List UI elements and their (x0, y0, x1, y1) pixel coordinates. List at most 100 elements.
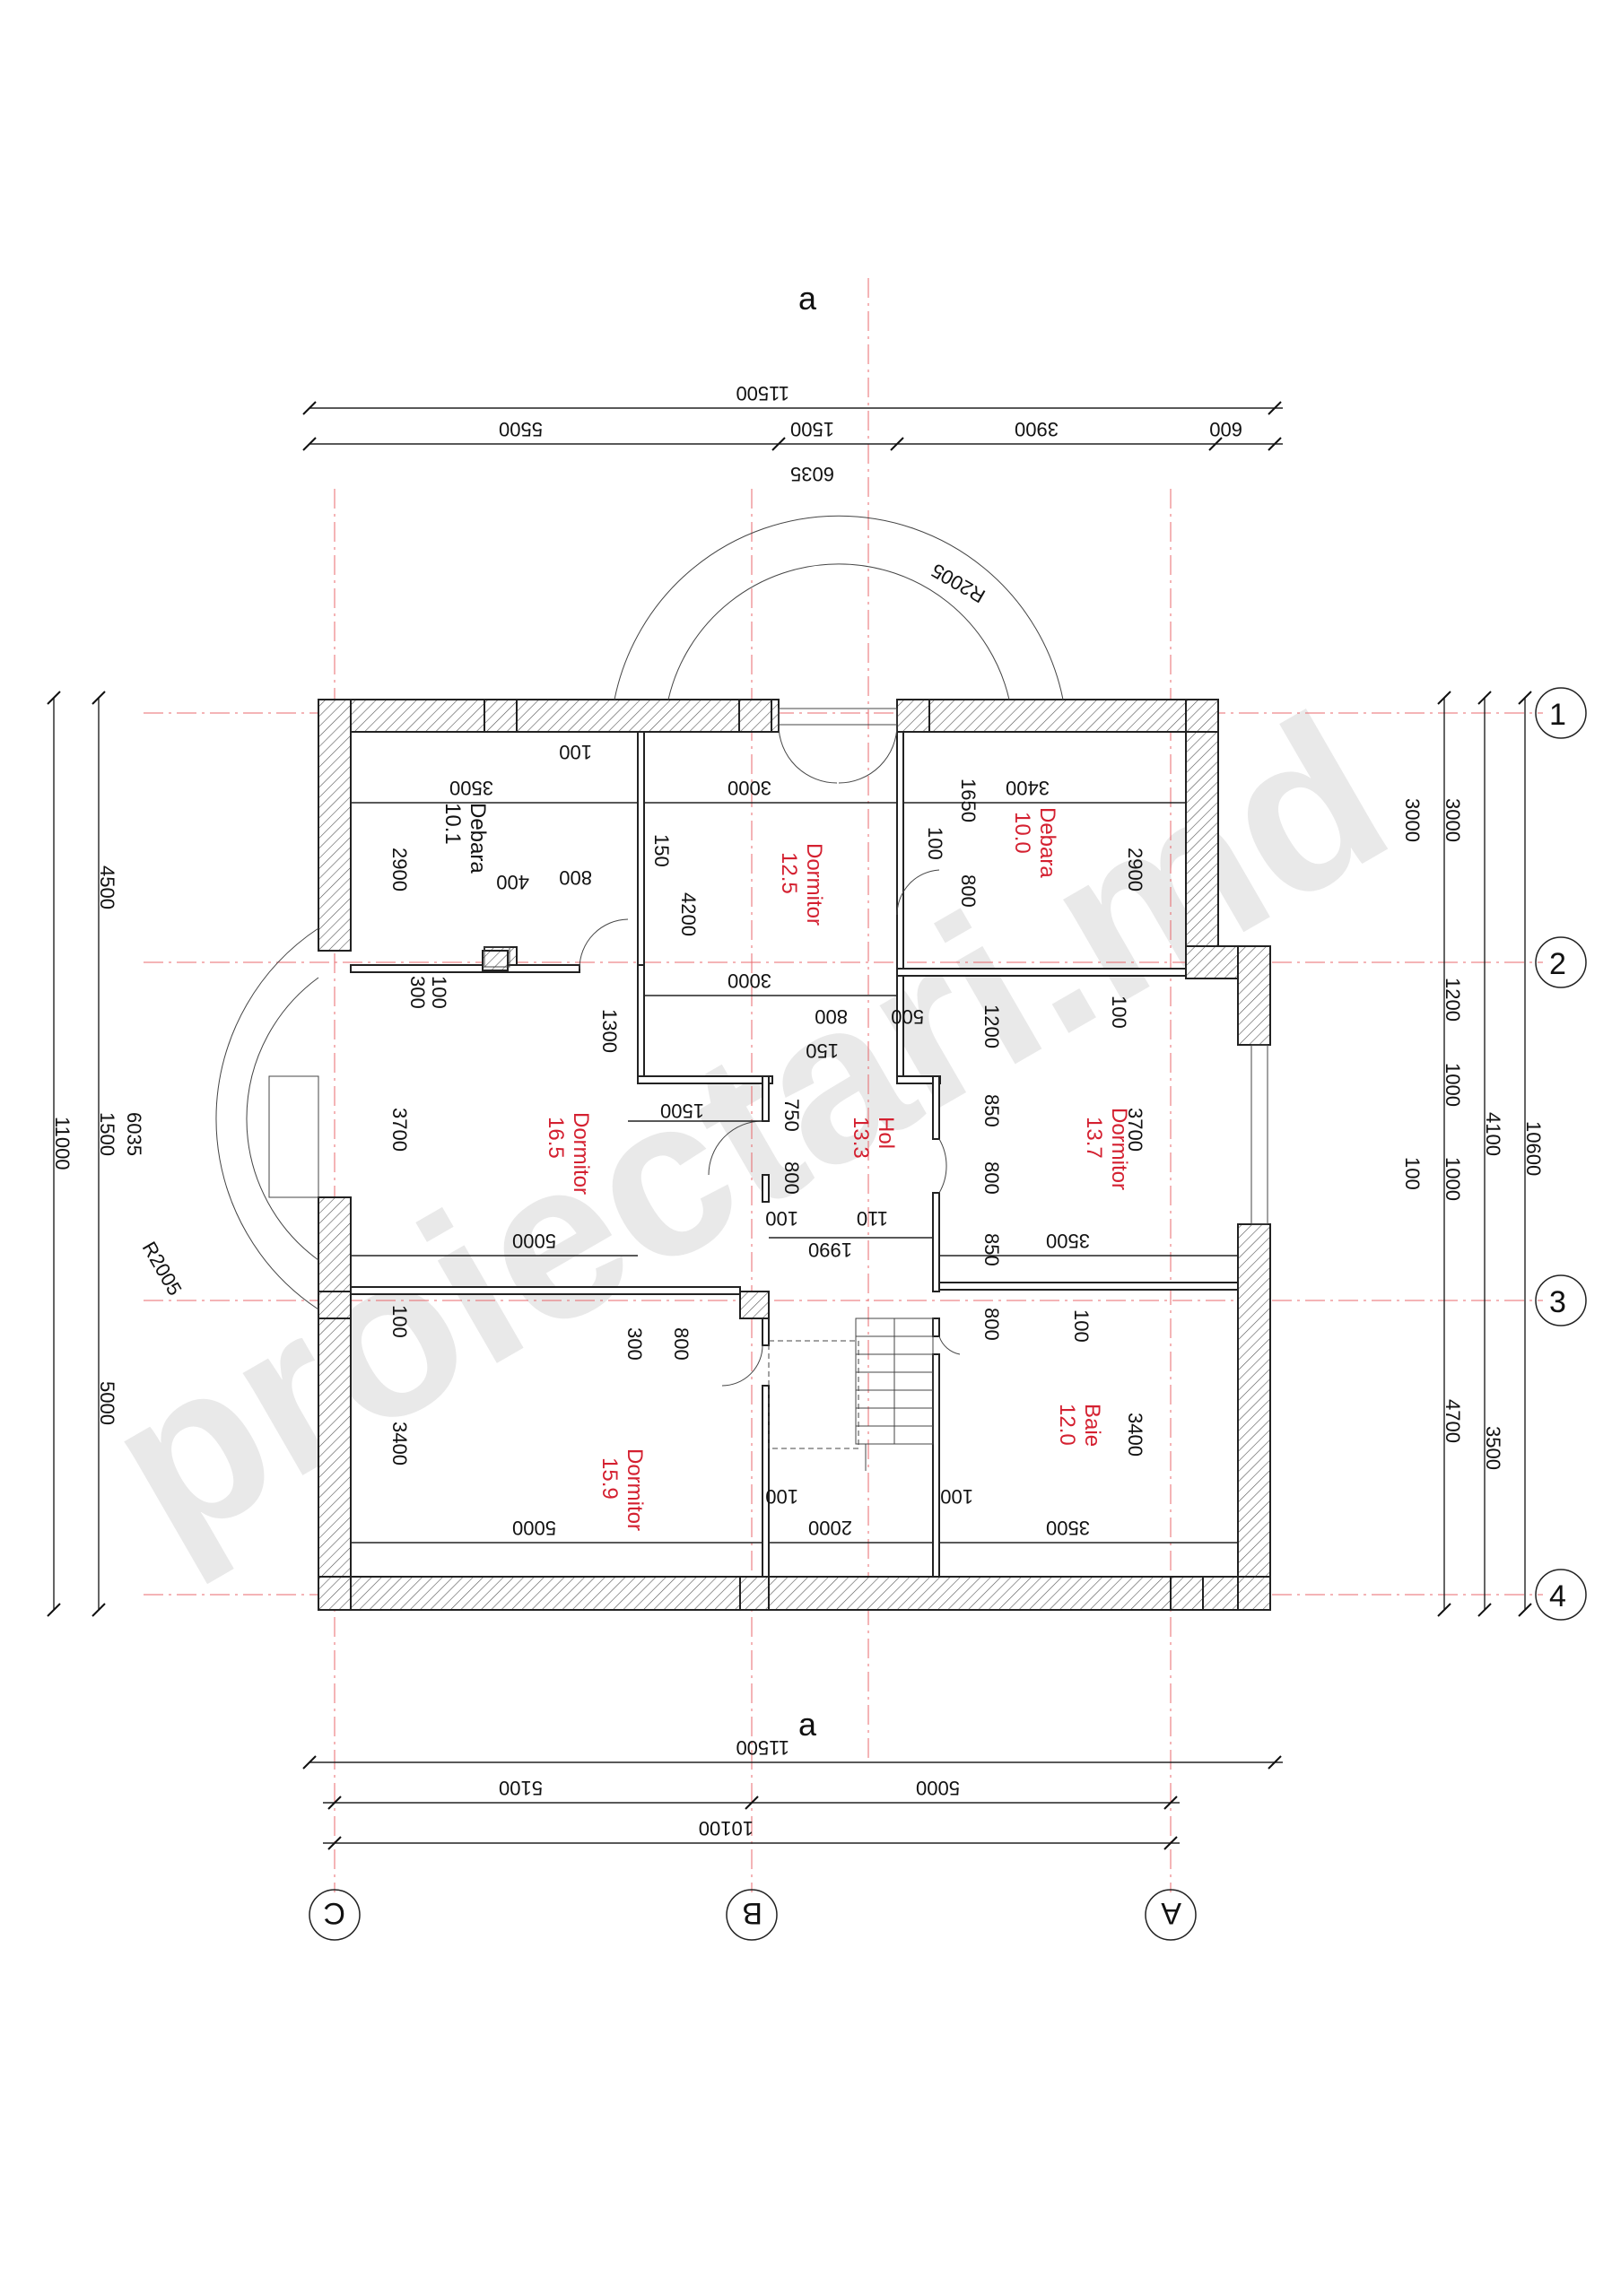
room-name-dormitor-top: Dormitor (802, 843, 826, 926)
dim-150a: 150 (650, 834, 673, 867)
dim-3500b: 3500 (1046, 1230, 1090, 1252)
dim-right-3000b: 3000 (1442, 798, 1464, 842)
room-name-hol: Hol (874, 1117, 898, 1149)
dim-3700a: 3700 (388, 1108, 411, 1152)
dim-3500a: 3500 (449, 777, 493, 799)
partitions (350, 731, 1239, 1578)
dim-right-4100: 4100 (1482, 1112, 1504, 1156)
dim-right-1200: 1200 (1442, 978, 1464, 1022)
dimension-labels: 11500 5500 1500 3900 600 6035 R2005 4500… (51, 382, 1545, 1839)
dim-800g: 800 (980, 1308, 1003, 1341)
dim-1300: 1300 (598, 1009, 621, 1053)
dim-100b: 100 (924, 827, 946, 860)
room-name-dormitor-left: Dormitor (569, 1112, 593, 1195)
balconies (215, 515, 1064, 1310)
room-area-debara-right: 10.0 (1010, 812, 1034, 854)
dim-left-4500: 4500 (96, 865, 118, 909)
dim-right-4700: 4700 (1442, 1399, 1464, 1443)
staircase (768, 1318, 934, 1471)
dim-1500: 1500 (660, 1100, 704, 1122)
room-area-dormitor-right: 13.7 (1082, 1117, 1106, 1159)
dim-800b: 800 (957, 874, 980, 908)
dim-100a: 100 (559, 741, 592, 763)
dim-3400b: 3400 (388, 1422, 411, 1465)
dim-800f: 800 (670, 1327, 693, 1361)
axis-1-label: 1 (1549, 698, 1566, 732)
dim-3000b: 3000 (728, 970, 771, 992)
dim-110: 110 (857, 1207, 888, 1230)
dimension-lines (53, 407, 1526, 1844)
dim-100i: 100 (940, 1485, 973, 1508)
dim-right-1000a: 1000 (1442, 1063, 1464, 1107)
section-mark-top: a (798, 280, 817, 317)
room-name-debara-left: Debara (466, 803, 490, 874)
dim-5000b: 5000 (512, 1517, 556, 1539)
room-area-dormitor-left: 16.5 (544, 1117, 568, 1159)
room-labels: Debara 10.1 Dormitor 12.5 Debara 10.0 Do… (440, 803, 1131, 1531)
dim-left-5000: 5000 (96, 1381, 118, 1425)
dim-right-100: 100 (1401, 1157, 1424, 1190)
dim-2000: 2000 (808, 1517, 852, 1539)
axis-3-label: 3 (1549, 1285, 1566, 1319)
dim-100g: 100 (1070, 1309, 1093, 1343)
watermark: proiectari.md (69, 665, 1425, 1592)
axis-bubbles (309, 687, 1587, 1941)
dim-bot-10100: 10100 (699, 1817, 754, 1839)
dim-bot-5100: 5100 (499, 1777, 543, 1799)
dim-5000a: 5000 (512, 1230, 556, 1252)
dim-top-3900: 3900 (1015, 418, 1059, 440)
dim-150b: 150 (806, 1039, 839, 1062)
room-name-baie: Baie (1080, 1404, 1104, 1447)
dim-100c: 100 (428, 976, 450, 1009)
dimension-ticks (47, 401, 1532, 1850)
dim-bot-total: 11500 (736, 1736, 789, 1759)
dim-500: 500 (891, 1005, 924, 1028)
dim-left-1500: 1500 (96, 1112, 118, 1156)
axis-c-label: C (323, 1896, 345, 1930)
dim-100h: 100 (765, 1485, 798, 1508)
room-name-dormitor-right: Dormitor (1107, 1108, 1131, 1190)
dim-750: 750 (780, 1099, 803, 1132)
dim-850b: 850 (980, 1233, 1003, 1266)
dim-1650: 1650 (957, 778, 980, 822)
walls (318, 699, 1271, 1611)
dim-r2005-top: R2005 (928, 559, 989, 607)
dim-400: 400 (496, 871, 529, 893)
dim-3700b: 3700 (1124, 1108, 1146, 1152)
axis-a-label: A (1161, 1896, 1181, 1930)
dim-100e: 100 (765, 1207, 798, 1230)
dim-top-5500: 5500 (499, 418, 543, 440)
axis-2-label: 2 (1549, 947, 1566, 981)
room-area-baie: 12.0 (1055, 1404, 1079, 1446)
dim-800d: 800 (780, 1161, 803, 1195)
dim-3400c: 3400 (1124, 1413, 1146, 1457)
room-area-dormitor-top: 12.5 (777, 852, 801, 894)
dim-left-6035: 6035 (123, 1112, 145, 1156)
dim-right-3500: 3500 (1482, 1426, 1504, 1470)
dim-top-6035: 6035 (790, 463, 834, 485)
dim-800c: 800 (815, 1005, 848, 1028)
dim-3500c: 3500 (1046, 1517, 1090, 1539)
dim-800e: 800 (980, 1161, 1003, 1195)
dim-100d: 100 (1108, 996, 1130, 1029)
dim-100f: 100 (388, 1305, 411, 1338)
room-area-dormitor-bottom: 15.9 (597, 1457, 622, 1500)
dim-1200: 1200 (980, 1004, 1003, 1048)
dim-2900b: 2900 (1124, 848, 1146, 891)
dim-850a: 850 (980, 1094, 1003, 1127)
dim-right-1000b: 1000 (1442, 1157, 1464, 1201)
dim-top-600: 600 (1209, 418, 1242, 440)
dim-4200: 4200 (677, 892, 700, 936)
axis-4-label: 4 (1549, 1579, 1566, 1613)
dim-right-10600: 10600 (1522, 1121, 1545, 1176)
dim-left-11000: 11000 (51, 1117, 74, 1170)
section-mark-bottom: a (798, 1706, 817, 1743)
doors (268, 708, 1268, 1387)
dim-2900a: 2900 (388, 848, 411, 891)
dim-800a: 800 (559, 866, 592, 889)
dim-300a: 300 (406, 976, 429, 1009)
dim-r2005-left: R2005 (138, 1238, 187, 1300)
room-area-debara-left: 10.1 (440, 803, 465, 845)
dim-top-1500: 1500 (790, 418, 834, 440)
